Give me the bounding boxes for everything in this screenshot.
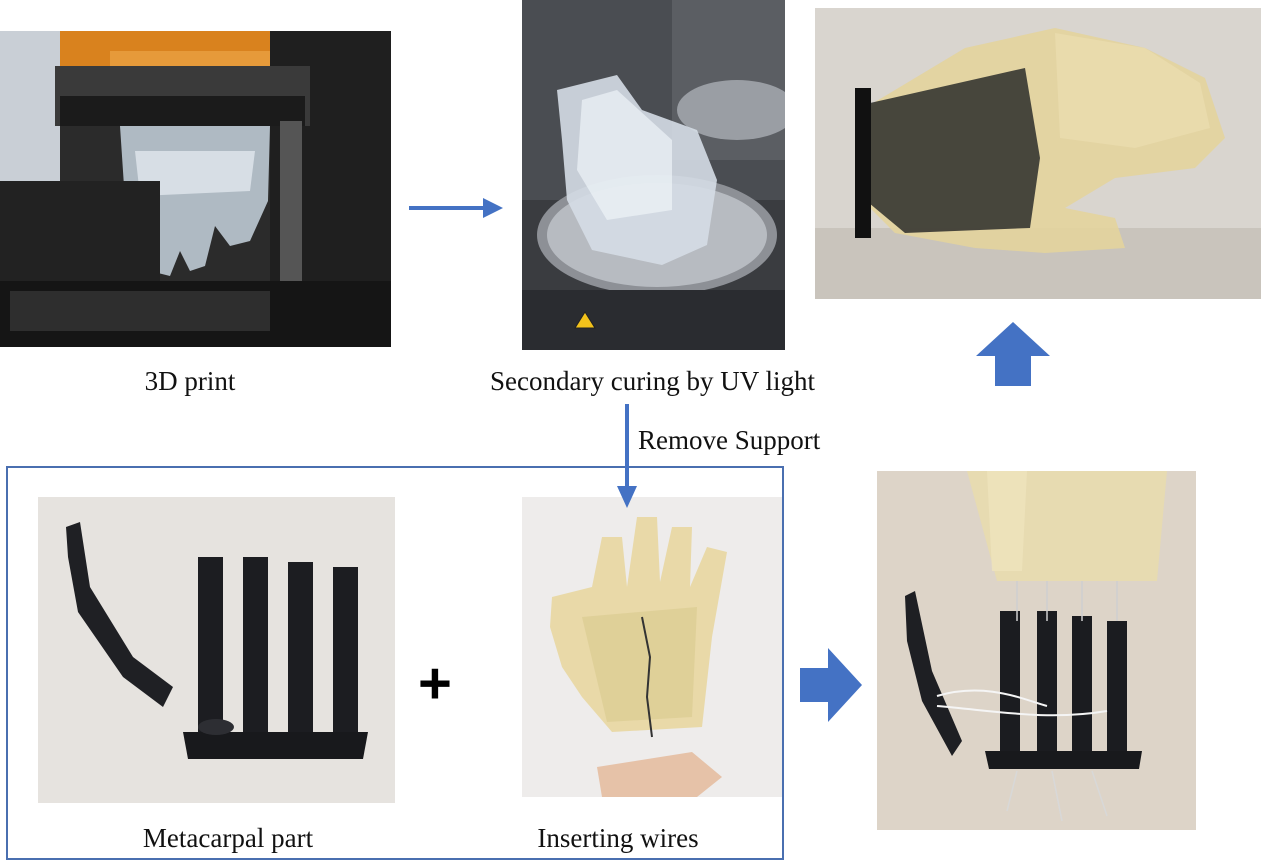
assembly-group-box <box>6 466 784 860</box>
photo-assembly-with-wires <box>877 471 1196 830</box>
arrow-right-print-to-uv <box>409 198 503 218</box>
label-secondary-curing: Secondary curing by UV light <box>490 366 815 396</box>
label-3d-print: 3D print <box>144 366 236 396</box>
photo-metacarpal-part <box>38 497 395 803</box>
photo-inserting-wires <box>522 497 784 797</box>
arrow-down-remove-support <box>617 404 637 508</box>
label-inserting-wires: Inserting wires <box>537 823 699 853</box>
label-remove-support: Remove Support <box>638 425 821 455</box>
photo-3d-printing <box>0 31 391 347</box>
plus-sign: + <box>418 651 452 716</box>
block-arrow-right <box>800 648 862 722</box>
photo-uv-curing <box>522 0 785 350</box>
label-metacarpal-part: Metacarpal part <box>142 823 314 853</box>
photo-final-hand <box>815 8 1261 299</box>
block-arrow-up <box>976 322 1050 386</box>
